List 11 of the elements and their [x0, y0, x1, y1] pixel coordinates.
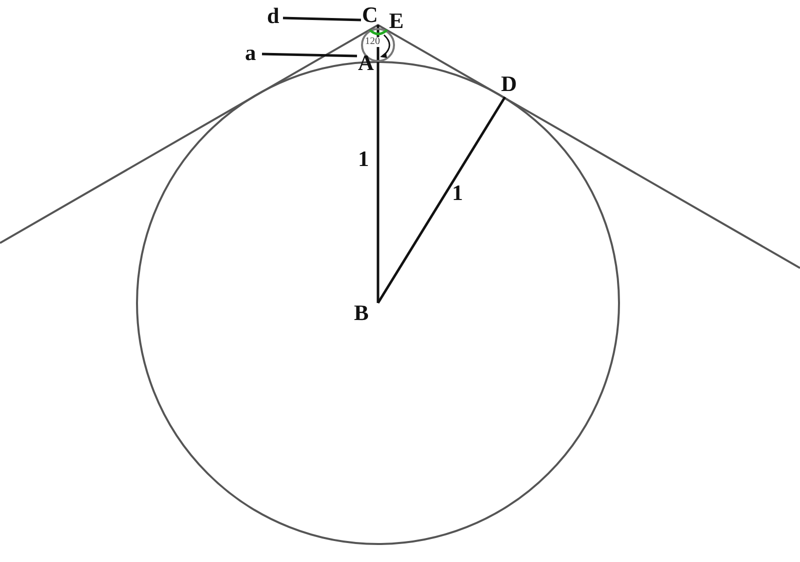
leader-line [282, 16, 362, 22]
length-label: 1 [452, 182, 463, 204]
leader-text: a [245, 42, 256, 64]
point-label: B [354, 302, 369, 324]
length-label: 1 [358, 148, 369, 170]
angle-label: 120 [365, 37, 380, 47]
point-label: E [389, 10, 404, 32]
leader-line [262, 52, 358, 58]
point-label: C [362, 4, 378, 26]
point-label: D [501, 73, 517, 95]
leader-text: d [267, 5, 280, 27]
